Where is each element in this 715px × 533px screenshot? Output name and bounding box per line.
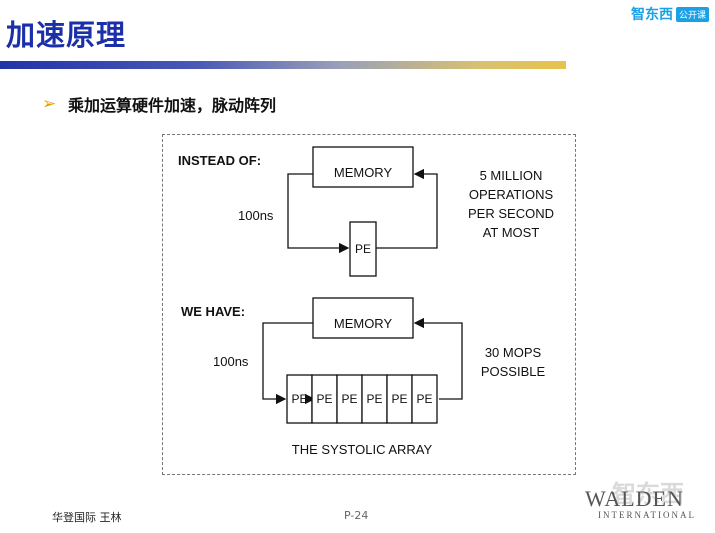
presenter-name: 华登国际 王林 — [52, 511, 122, 524]
top-note-line-1: 5 MILLION — [480, 168, 543, 183]
pe-array-label-3: PE — [341, 392, 357, 406]
pe-array-label-2: PE — [316, 392, 332, 406]
pe-to-memory-arrow-top — [376, 168, 438, 249]
memory-label-top: MEMORY — [334, 165, 393, 180]
latency-label-bottom: 100ns — [213, 354, 249, 369]
top-note-line-2: OPERATIONS — [469, 187, 554, 202]
pe-array-cell-4 — [361, 374, 388, 424]
systolic-diagram: INSTEAD OF: MEMORY PE 100ns 5 MILLION OP… — [178, 146, 554, 457]
array-to-memory-arrow — [413, 317, 463, 400]
memory-label-bottom: MEMORY — [334, 316, 393, 331]
top-note-line-4: AT MOST — [483, 225, 540, 240]
memory-to-pe-arrow-top — [287, 173, 350, 254]
brand-logo-tag: 公开课 — [675, 6, 709, 22]
systolic-array-caption: THE SYSTOLIC ARRAY — [292, 442, 433, 457]
pe-array-cell-2 — [311, 374, 338, 424]
memory-box-top — [312, 146, 414, 188]
instead-of-label: INSTEAD OF: — [178, 153, 261, 168]
company-logo: WALDEN INTERNATIONAL — [585, 486, 710, 528]
systolic-array-figure: INSTEAD OF: MEMORY PE 100ns 5 MILLION OP… — [162, 134, 576, 475]
arrow-bullet-icon: ➢ — [42, 94, 57, 114]
pe-array-label-5: PE — [391, 392, 407, 406]
pe-array-label-4: PE — [366, 392, 382, 406]
memory-to-array-arrow — [262, 322, 313, 405]
watermark-logo: 智东西 — [612, 480, 684, 508]
bullet-item: ➢ 乘加运算硬件加速，脉动阵列 — [42, 92, 276, 116]
pe-array-label-1: PE — [291, 392, 307, 406]
slide-title: 加速原理 — [6, 18, 127, 52]
title-underline-bar — [0, 61, 566, 69]
pe-array-label-6: PE — [416, 392, 432, 406]
we-have-label: WE HAVE: — [181, 304, 245, 319]
top-note-line-3: PER SECOND — [468, 206, 554, 221]
bottom-note-line-1: 30 MOPS — [485, 345, 542, 360]
company-logo-subtitle: INTERNATIONAL — [598, 510, 696, 520]
pe-box-top — [349, 221, 377, 277]
company-logo-name: WALDEN — [585, 486, 684, 511]
pe-label-top: PE — [355, 242, 371, 256]
pe-array-cell-6 — [411, 374, 438, 424]
memory-box-bottom — [312, 297, 414, 339]
bottom-note-line-2: POSSIBLE — [481, 364, 546, 379]
brand-logo: 智东西 公开课 — [631, 4, 709, 24]
page-number: P-24 — [344, 509, 369, 522]
latency-label-top: 100ns — [238, 208, 274, 223]
bullet-text: 乘加运算硬件加速，脉动阵列 — [68, 96, 277, 115]
brand-logo-text: 智东西 — [630, 7, 673, 23]
pe-array: PE PE PE PE PE PE — [286, 374, 438, 424]
